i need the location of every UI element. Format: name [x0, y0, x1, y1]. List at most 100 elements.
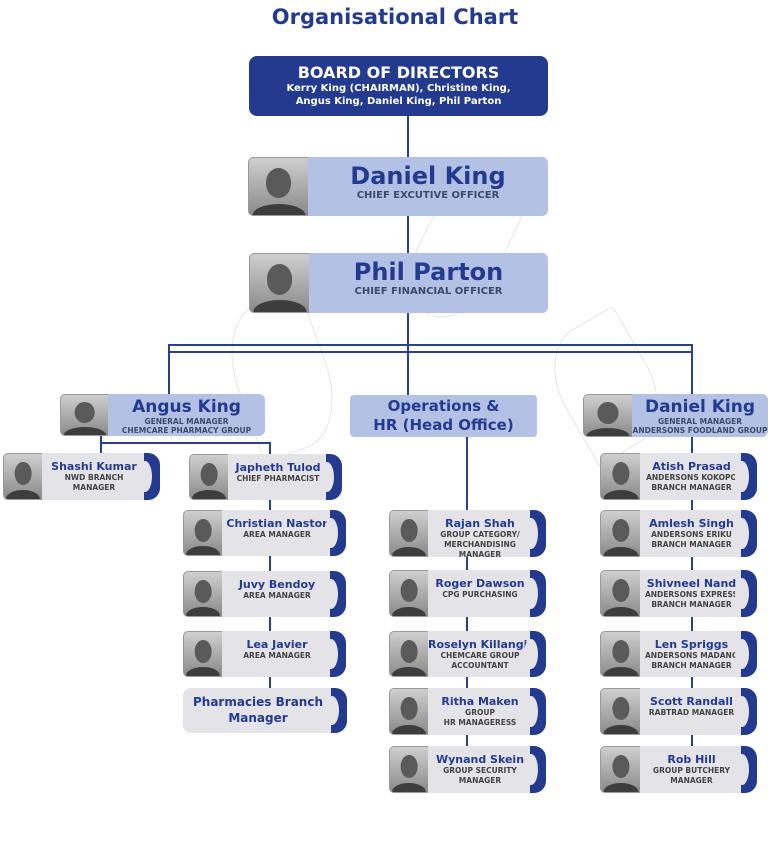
- staff-card: Japheth Tulod CHIEF PHARMACIST: [189, 454, 342, 500]
- staff-card: Rob Hill GROUP BUTCHERY MANAGER: [600, 746, 757, 793]
- avatar: [60, 394, 109, 436]
- bracket-decoration: [524, 631, 546, 677]
- person-name: Shashi Kumar: [51, 460, 137, 473]
- avatar: [600, 631, 641, 677]
- person-name: Rob Hill: [667, 753, 716, 766]
- connector-line: [168, 344, 170, 394]
- staff-card: Shashi Kumar NWD BRANCH MANAGER: [3, 453, 160, 500]
- ops-line1: Operations &: [387, 397, 500, 415]
- person-name: Ritha Maken: [441, 695, 519, 708]
- avatar: [389, 688, 429, 735]
- person-name: Roger Dawson: [435, 577, 525, 590]
- bracket-decoration: [324, 571, 346, 617]
- staff-card: Pharmacies Branch Manager: [183, 688, 347, 733]
- person-role: GROUP HR MANAGERESS: [443, 708, 517, 727]
- person-role: RABTRAD MANAGER: [648, 708, 735, 717]
- person-role: ANDERSONS MADANG BRANCH MANAGER: [644, 651, 738, 670]
- avatar: [389, 510, 429, 557]
- bracket-decoration: [735, 510, 757, 557]
- avatar: [183, 631, 223, 677]
- cfo-card: Phil Parton CHIEF FINANCIAL OFFICER: [249, 253, 548, 313]
- leaf-decoration: [533, 305, 679, 467]
- bracket-decoration: [324, 510, 346, 556]
- staff-card: Shivneel Nand ANDERSONS EXPRESS BRANCH M…: [600, 570, 757, 617]
- bracket-decoration: [325, 688, 347, 733]
- person-role: CHEMCARE GROUP ACCOUNTANT: [440, 651, 520, 670]
- person-role: ANDERSONS FOODLAND GROUP: [632, 426, 768, 435]
- staff-card: Scott Randall RABTRAD MANAGER: [600, 688, 757, 735]
- staff-card: Juvy Bendoy AREA MANAGER: [183, 571, 346, 617]
- avatar: [600, 510, 641, 557]
- bracket-decoration: [735, 570, 757, 617]
- avatar: [248, 157, 309, 216]
- bracket-decoration: [524, 746, 546, 793]
- gm-foodland-card: Daniel King GENERAL MANAGER ANDERSONS FO…: [583, 394, 768, 437]
- person-role: CHIEF EXCUTIVE OFFICER: [356, 190, 500, 201]
- staff-card: Roselyn Killangis CHEMCARE GROUP ACCOUNT…: [389, 631, 546, 677]
- avatar: [389, 570, 429, 617]
- bracket-decoration: [524, 688, 546, 735]
- avatar: [583, 394, 633, 437]
- board-members: Angus King, Daniel King, Phil Parton: [295, 96, 502, 107]
- person-name: Lea Javier: [246, 638, 308, 651]
- avatar: [600, 570, 641, 617]
- gm-chemcare-card: Angus King GENERAL MANAGER CHEMCARE PHAR…: [60, 394, 265, 436]
- person-role: AREA MANAGER: [243, 591, 311, 600]
- staff-card: Wynand Skein GROUP SECURITY MANAGER: [389, 746, 546, 793]
- staff-card: Roger Dawson CPG PURCHASING: [389, 570, 546, 617]
- person-name: Juvy Bendoy: [238, 578, 316, 591]
- person-name: Amlesh Singh: [649, 517, 734, 530]
- page-title: Organisational Chart: [271, 5, 519, 29]
- person-name: Rajan Shah: [445, 517, 515, 530]
- staff-card: Lea Javier AREA MANAGER: [183, 631, 346, 677]
- avatar: [389, 746, 429, 793]
- person-name: Japheth Tulod: [235, 461, 321, 474]
- connector-line: [100, 442, 270, 444]
- connector-line: [168, 344, 693, 346]
- avatar: [249, 253, 310, 313]
- connector-line: [407, 344, 409, 395]
- avatar: [3, 453, 43, 500]
- avatar: [189, 454, 229, 500]
- person-role: AREA MANAGER: [243, 651, 311, 660]
- person-role: GENERAL MANAGER: [657, 417, 743, 426]
- board-of-directors: BOARD OF DIRECTORS Kerry King (CHAIRMAN)…: [249, 56, 548, 116]
- avatar: [183, 510, 223, 556]
- person-name: Roselyn Killangis: [428, 638, 534, 651]
- connector-line: [407, 116, 409, 346]
- person-role: ANDERSONS EXPRESS BRANCH MANAGER: [644, 590, 739, 609]
- avatar: [600, 688, 641, 735]
- staff-card: Rajan Shah GROUP CATEGORY/ MERCHANDISING…: [389, 510, 546, 559]
- staff-card: Len Spriggs ANDERSONS MADANG BRANCH MANA…: [600, 631, 757, 677]
- bracket-decoration: [735, 746, 757, 793]
- person-name: Scott Randall: [650, 695, 733, 708]
- connector-line: [100, 436, 102, 454]
- connector-line: [691, 344, 693, 394]
- staff-card: Amlesh Singh ANDERSONS ERIKU BRANCH MANA…: [600, 510, 757, 557]
- staff-card: Atish Prasad ANDERSONS KOKOPO BRANCH MAN…: [600, 453, 757, 500]
- avatar: [600, 453, 641, 500]
- person-name: Pharmacies Branch Manager: [192, 695, 323, 725]
- avatar: [183, 571, 223, 617]
- bracket-decoration: [524, 570, 546, 617]
- person-name: Shivneel Nand: [646, 577, 737, 590]
- bracket-decoration: [735, 688, 757, 735]
- person-name: Phil Parton: [353, 258, 504, 286]
- person-role: CHIEF PHARMACIST: [236, 474, 320, 483]
- person-role: GROUP CATEGORY/ MERCHANDISING MANAGER: [440, 530, 520, 559]
- operations-hr-card: Operations & HR (Head Office): [350, 395, 537, 437]
- leaf-decoration: [212, 288, 352, 464]
- person-role: ANDERSONS KOKOPO BRANCH MANAGER: [646, 473, 737, 492]
- person-role: GROUP SECURITY MANAGER: [443, 766, 517, 785]
- connector-line: [168, 351, 693, 353]
- person-role: NWD BRANCH MANAGER: [64, 473, 124, 492]
- board-members: Kerry King (CHAIRMAN), Christine King,: [286, 83, 511, 94]
- person-role: CPG PURCHASING: [442, 590, 518, 599]
- avatar: [389, 631, 429, 677]
- person-name: Atish Prasad: [652, 460, 731, 473]
- bracket-decoration: [735, 453, 757, 500]
- person-name: Angus King: [132, 397, 241, 417]
- person-role: GROUP BUTCHERY MANAGER: [652, 766, 731, 785]
- person-name: Christian Nastor: [226, 517, 328, 530]
